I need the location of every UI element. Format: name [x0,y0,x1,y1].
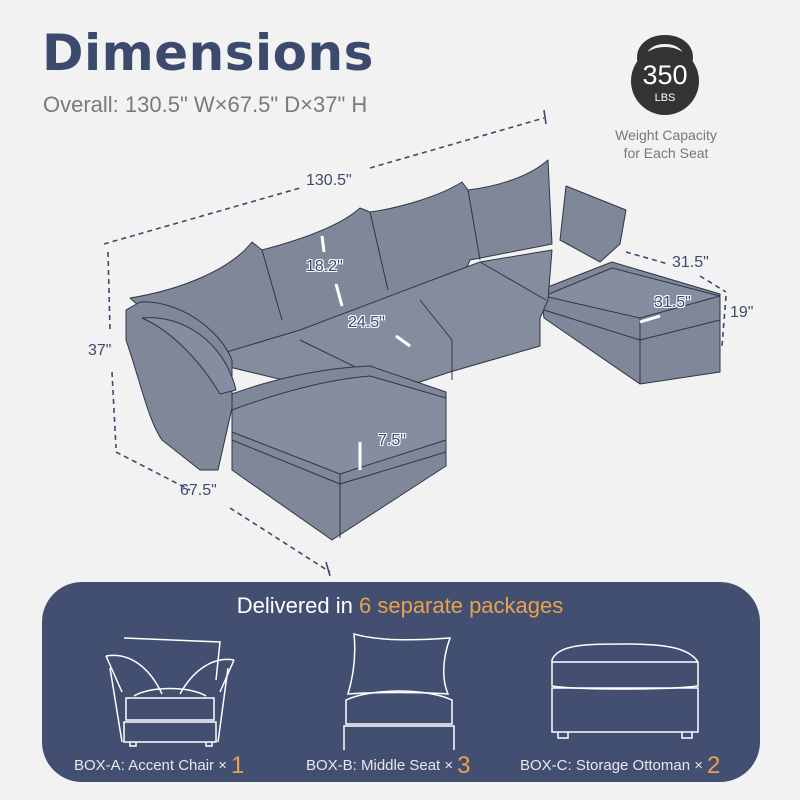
box-c-text: BOX-C: Storage Ottoman × [520,757,703,774]
ottoman-depth-label: 31.5" [654,294,691,311]
box-b-label: BOX-B: Middle Seat ×3 [306,752,471,780]
ottoman-height-label: 19" [730,304,754,321]
box-a-label: BOX-A: Accent Chair ×1 [74,752,244,780]
box-a-text: BOX-A: Accent Chair × [74,757,227,774]
back-height-label: 18.2" [306,258,343,275]
cushion-height-label: 7.5" [378,432,406,449]
packages-count: 6 separate packages [359,593,564,618]
packages-panel [42,582,760,782]
middle-seat-icon [343,632,455,750]
weight-caption-line1: Weight Capacity [615,127,717,143]
overall-depth-label: 67.5" [180,482,217,499]
ottoman-width-label: 31.5" [672,254,709,271]
weight-caption-line2: for Each Seat [623,145,709,161]
packages-title-prefix: Delivered in [236,593,359,618]
overall-dimensions: Overall: 130.5" W×67.5" D×37" H [43,92,368,117]
overall-height-label: 37" [88,342,112,359]
overall-width-label: 130.5" [306,172,352,189]
weight-value: 350 [642,60,688,90]
storage-ottoman-icon [551,643,699,739]
seat-depth-label: 24.5" [348,314,385,331]
sofa-diagram [103,109,727,577]
box-b-qty: 3 [457,752,471,779]
page-title: Dimensions [42,24,374,82]
accent-chair-icon [105,637,235,747]
kettlebell-icon [631,35,699,115]
weight-unit: LBS [654,92,676,104]
packages-title: Delivered in 6 separate packages [0,593,800,619]
box-b-text: BOX-B: Middle Seat × [306,757,454,774]
weight-caption: Weight Capacity for Each Seat [596,126,736,162]
box-a-qty: 1 [230,752,245,779]
box-c-label: BOX-C: Storage Ottoman ×2 [520,752,720,780]
box-c-qty: 2 [707,752,721,779]
